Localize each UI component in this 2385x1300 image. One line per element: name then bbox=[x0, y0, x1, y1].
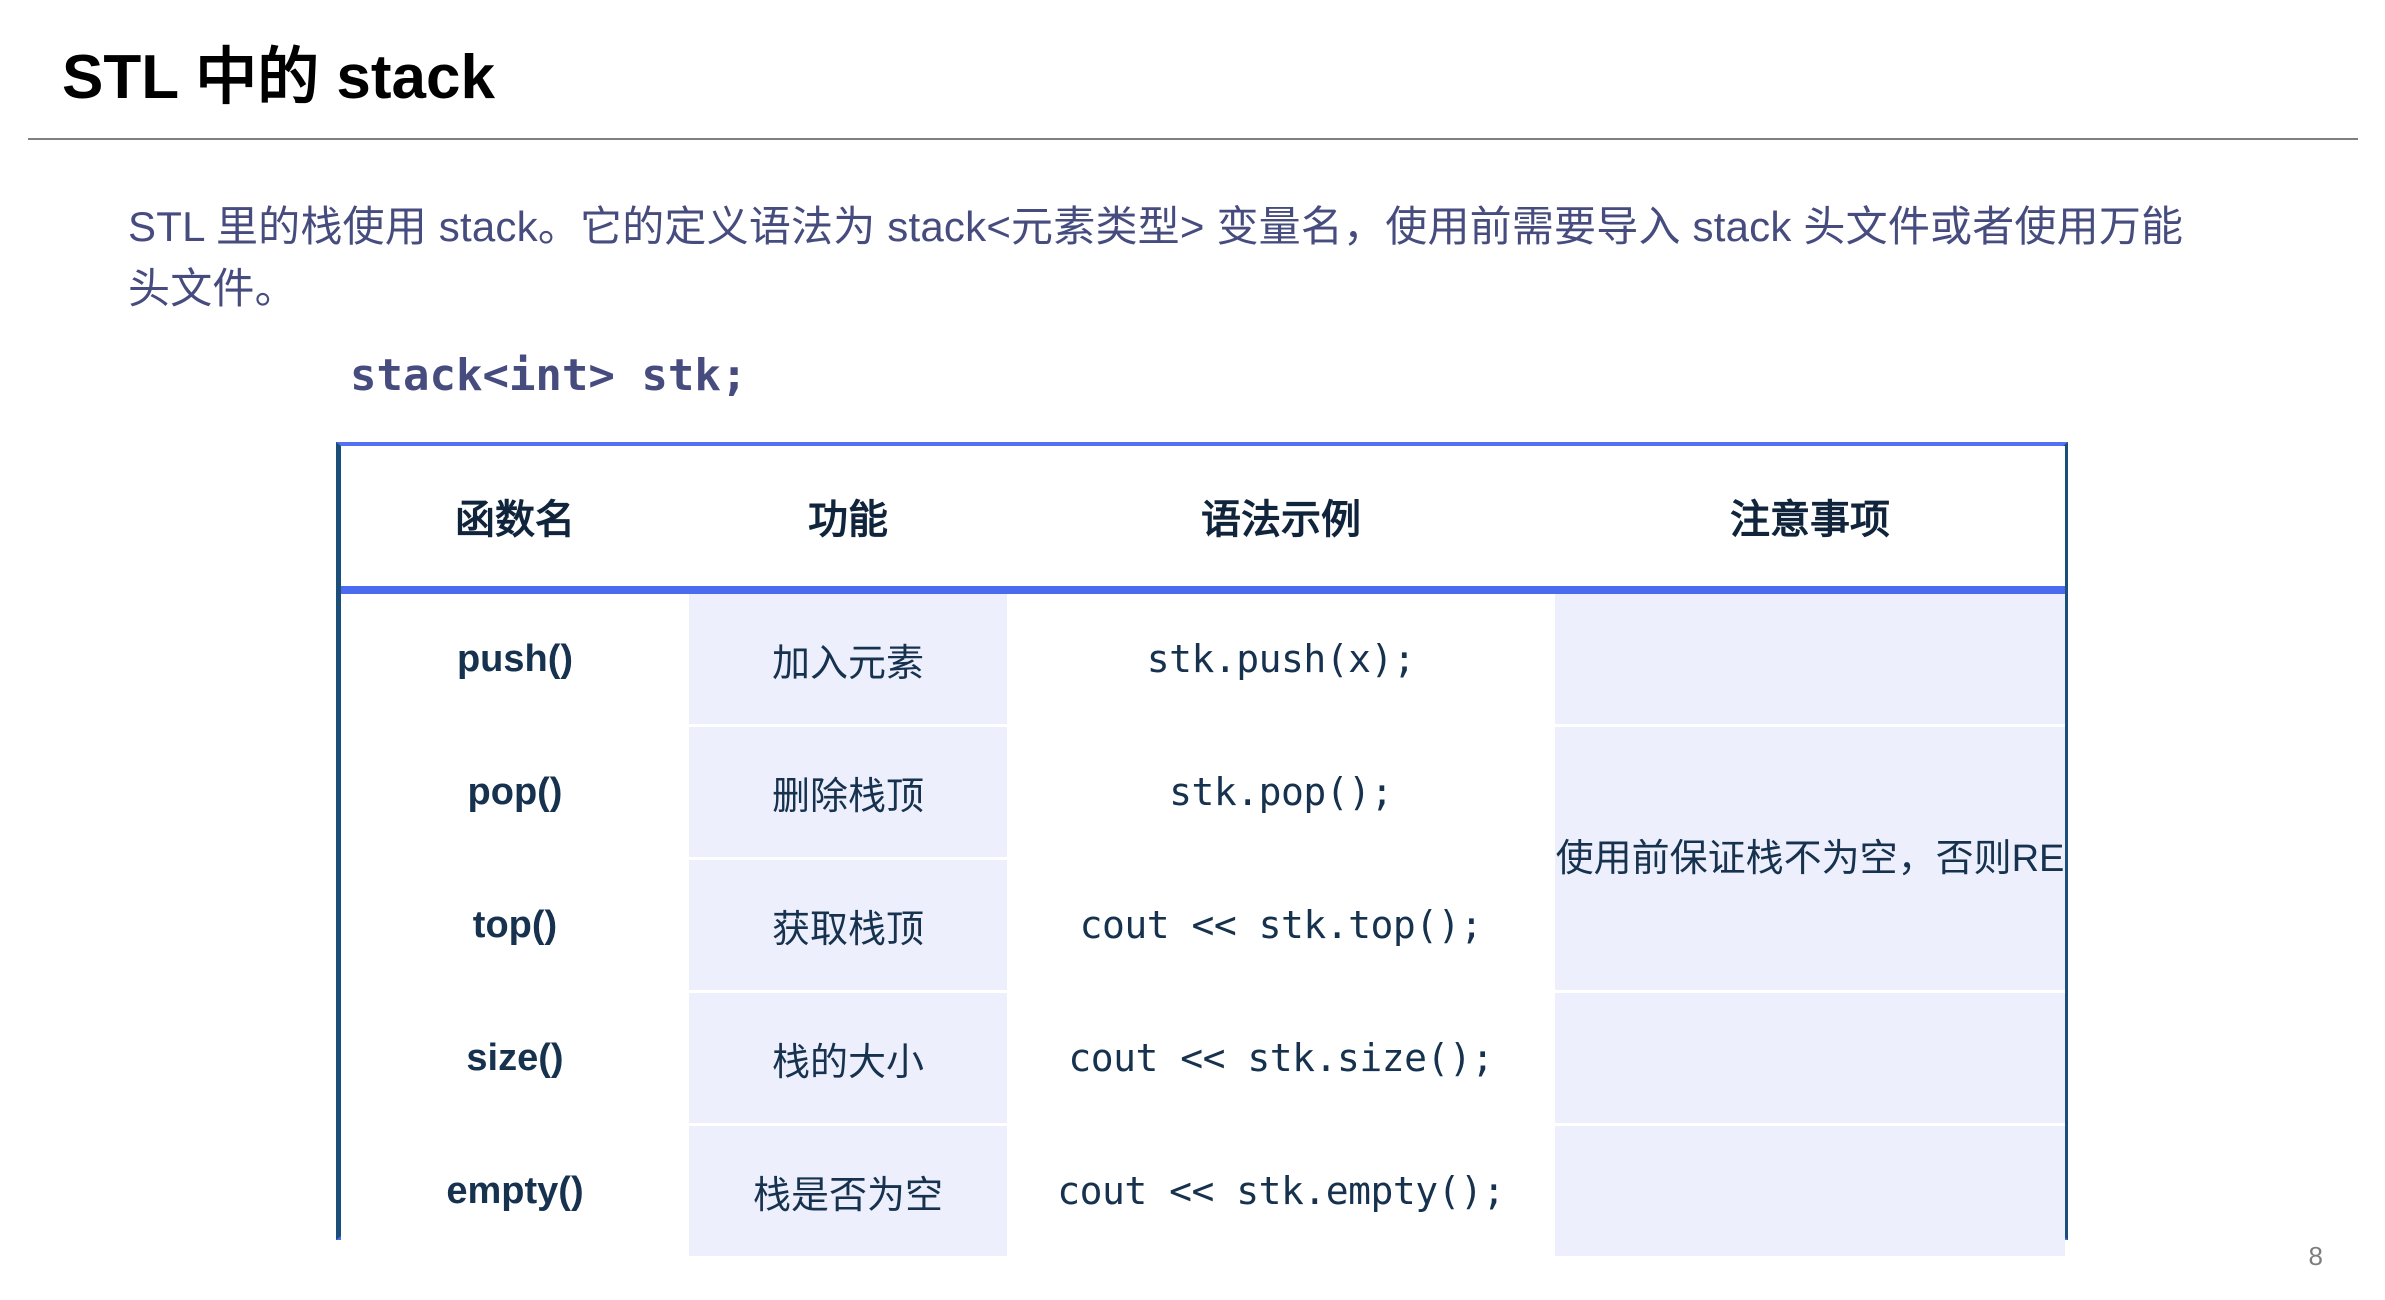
code-example: stack<int> stk; bbox=[350, 350, 748, 401]
cell-note-empty bbox=[1555, 1124, 2065, 1256]
cell-feature: 栈的大小 bbox=[689, 991, 1007, 1126]
cell-function-name: size() bbox=[341, 991, 689, 1126]
table-row: pop() 删除栈顶 stk.pop(); 使用前保证栈不为空，否则RE bbox=[341, 725, 2065, 993]
cell-function-name: empty() bbox=[341, 1124, 689, 1256]
cell-syntax: cout << stk.empty(); bbox=[1007, 1124, 1555, 1256]
cell-feature: 栈是否为空 bbox=[689, 1124, 1007, 1256]
cell-feature: 加入元素 bbox=[689, 590, 1007, 727]
cell-note-merged: 使用前保证栈不为空，否则RE bbox=[1555, 725, 2065, 993]
table-row: empty() 栈是否为空 cout << stk.empty(); bbox=[341, 1124, 2065, 1256]
body-paragraph: STL 里的栈使用 stack。它的定义语法为 stack<元素类型> 变量名，… bbox=[128, 203, 2184, 312]
table-row: top() 获取栈顶 cout << stk.top(); bbox=[341, 858, 2065, 993]
column-header-notes: 注意事项 bbox=[1555, 446, 2065, 594]
cell-note-empty bbox=[1555, 590, 2065, 727]
cell-function-name: push() bbox=[341, 590, 689, 727]
column-header-syntax: 语法示例 bbox=[1007, 446, 1555, 594]
table-header-row: 函数名 功能 语法示例 注意事项 bbox=[341, 446, 2065, 594]
page-title: STL 中的 stack bbox=[62, 43, 496, 112]
column-header-function: 函数名 bbox=[341, 446, 689, 594]
cell-syntax: stk.pop(); bbox=[1007, 725, 1555, 860]
cell-function-name: pop() bbox=[341, 725, 689, 860]
table: 函数名 功能 语法示例 注意事项 push() 加入元素 stk.push(x)… bbox=[341, 446, 2065, 1256]
table-row: push() 加入元素 stk.push(x); bbox=[341, 590, 2065, 727]
page-number: 8 bbox=[2308, 1241, 2323, 1271]
table-row: size() 栈的大小 cout << stk.size(); bbox=[341, 991, 2065, 1126]
column-header-feature: 功能 bbox=[689, 446, 1007, 594]
cell-note-empty bbox=[1555, 991, 2065, 1126]
cell-feature: 获取栈顶 bbox=[689, 858, 1007, 993]
cell-function-name: top() bbox=[341, 858, 689, 993]
cell-syntax: cout << stk.top(); bbox=[1007, 858, 1555, 993]
cell-syntax: stk.push(x); bbox=[1007, 590, 1555, 727]
cell-syntax: cout << stk.size(); bbox=[1007, 991, 1555, 1126]
title-divider bbox=[28, 138, 2358, 140]
cell-feature: 删除栈顶 bbox=[689, 725, 1007, 860]
stack-operations-table: 函数名 功能 语法示例 注意事项 push() 加入元素 stk.push(x)… bbox=[336, 442, 2068, 1256]
